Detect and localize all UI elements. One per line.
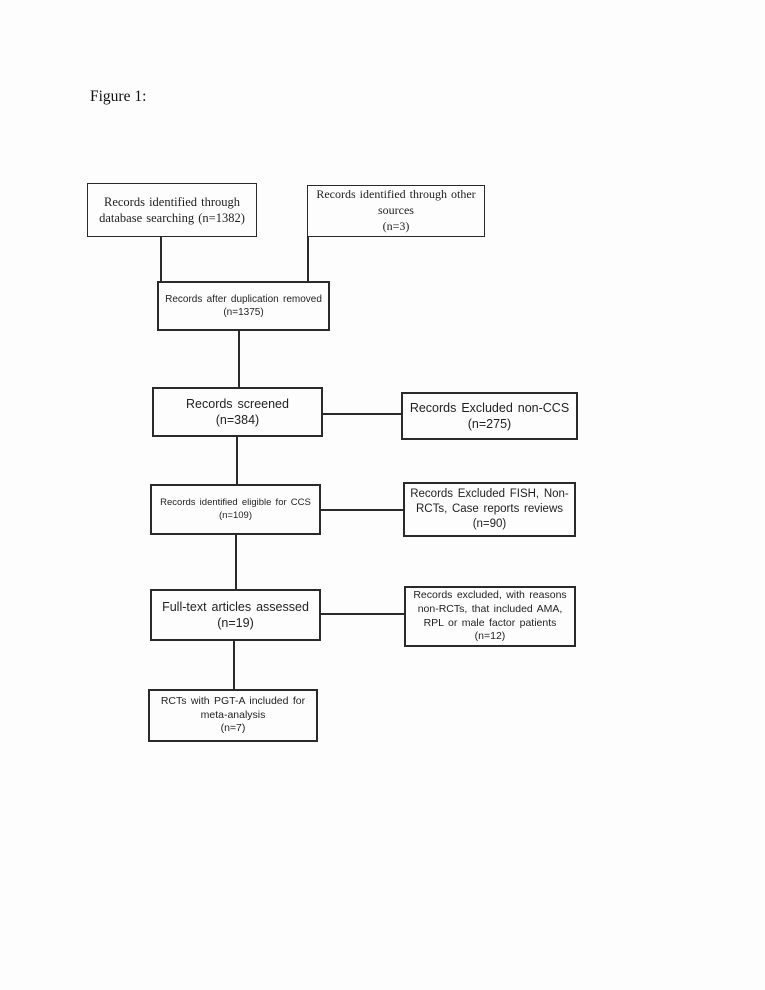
- connector-duplication-to-screened: [238, 330, 240, 388]
- connector-other-sources-to-duplication: [307, 236, 309, 282]
- flow-box-after-duplication-removed: Records after duplication removed (n=137…: [157, 281, 330, 331]
- connector-fulltext-to-included: [233, 640, 235, 690]
- connector-fulltext-to-excluded: [320, 613, 405, 615]
- flow-box-excluded-fish-nonrct: Records Excluded FISH, Non- RCTs, Case r…: [403, 482, 576, 537]
- flow-box-eligible-for-ccs: Records identified eligible for CCS (n=1…: [150, 484, 321, 535]
- flow-box-included-meta-analysis: RCTs with PGT-A included for meta-analys…: [148, 689, 318, 742]
- figure-label: Figure 1:: [90, 88, 147, 105]
- flow-box-identified-database: Records identified through database sear…: [87, 183, 257, 237]
- connector-screened-to-eligible: [236, 436, 238, 485]
- flow-box-records-screened: Records screened (n=384): [152, 387, 323, 437]
- flow-box-fulltext-assessed: Full-text articles assessed (n=19): [150, 589, 321, 641]
- flow-box-excluded-non-ccs: Records Excluded non-CCS (n=275): [401, 392, 578, 440]
- connector-screened-to-excluded: [322, 413, 402, 415]
- flow-box-excluded-with-reasons: Records excluded, with reasons non-RCTs,…: [404, 586, 576, 647]
- connector-eligible-to-excluded: [320, 509, 404, 511]
- connector-eligible-to-fulltext: [235, 534, 237, 590]
- connector-database-to-duplication: [160, 236, 162, 282]
- flow-box-identified-other-sources: Records identified through other sources…: [307, 185, 485, 237]
